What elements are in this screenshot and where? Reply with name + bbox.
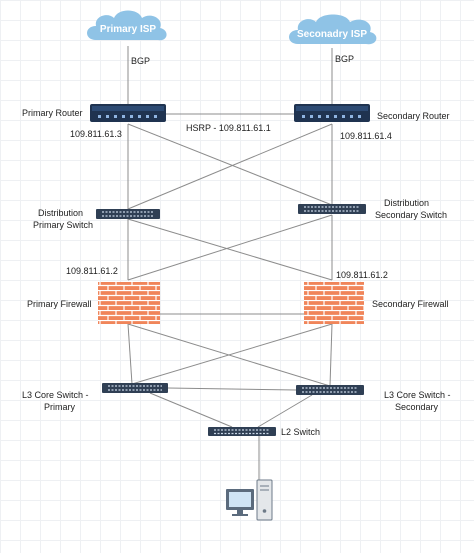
distribution-primary-label-line2: Primary Switch [33,220,93,230]
l3-core-secondary-label-line1: L3 Core Switch - [384,390,451,400]
link-dist1-fw2 [127,218,333,281]
l3-core-primary-switch-icon [102,383,168,393]
link-core2-l2 [257,394,313,428]
secondary-firewall-icon [304,282,364,324]
workstation-icon [226,479,273,521]
secondary-router-ip: 109.811.61.4 [340,131,392,141]
distribution-secondary-switch-icon [298,204,366,214]
bgp-label-secondary: BGP [335,54,354,64]
primary-isp-cloud-icon: Primary ISP [87,10,167,41]
hsrp-label: HSRP - 109.811.61.1 [186,123,271,133]
bgp-label-primary: BGP [131,56,150,66]
link-core1-l2 [149,392,233,428]
distribution-primary-label-line1: Distribution [38,208,83,218]
link-router1-dist2 [127,123,333,206]
l3-core-secondary-switch-icon [296,385,364,395]
secondary-isp-cloud-icon: Seconadry ISP [289,14,377,45]
primary-router-icon [90,104,166,122]
secondary-router-label: Secondary Router [377,111,450,121]
distribution-secondary-label-line2: Secondary Switch [375,210,447,220]
primary-firewall-icon [98,282,160,324]
l2-switch-icon [208,427,276,436]
distribution-secondary-label-line1: Distribution [384,198,429,208]
link-dist2-fw1 [127,214,333,281]
primary-router-label: Primary Router [22,108,83,118]
link-core1-core2 [167,387,297,391]
primary-isp-label: Primary ISP [100,24,156,35]
secondary-isp-label: Seconadry ISP [297,29,367,40]
primary-router-ip: 109.811.61.3 [70,129,122,139]
l3-core-secondary-label-line2: Secondary [395,402,439,412]
links [127,46,333,480]
link-fw2-core2 [329,323,333,387]
secondary-firewall-label: Secondary Firewall [372,299,449,309]
secondary-router-icon [294,104,370,122]
distribution-primary-switch-icon [96,209,160,219]
l3-core-primary-label-line2: Primary [44,402,75,412]
l2-switch-label: L2 Switch [281,427,320,437]
primary-firewall-label: Primary Firewall [27,299,92,309]
secondary-firewall-ip: 109.811.61.2 [336,270,388,280]
link-fw2-core1 [131,323,333,385]
l3-core-primary-label-line1: L3 Core Switch - [22,390,89,400]
link-router2-dist1 [127,123,333,210]
primary-firewall-ip: 109.811.61.2 [66,266,118,276]
link-fw1-core1 [127,323,133,385]
